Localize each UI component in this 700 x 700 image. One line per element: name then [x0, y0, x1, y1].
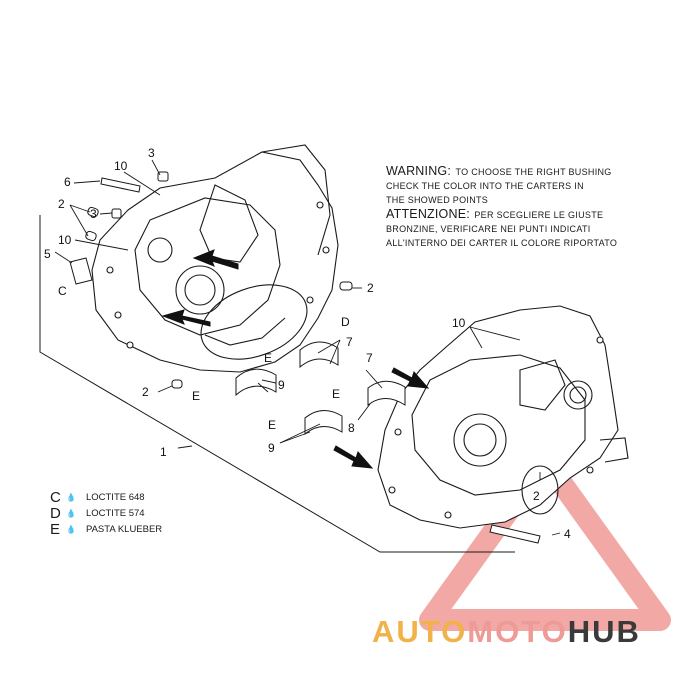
callout-7: 7 [346, 335, 353, 349]
legend-label: LOCTITE 648 [85, 491, 145, 503]
legend-row: D 💧 LOCTITE 574 [50, 504, 162, 522]
callout-10: 10 [114, 159, 128, 173]
callout-e: E [192, 389, 200, 403]
legend-code: D [50, 504, 61, 522]
pin-6 [100, 177, 141, 193]
callout-2: 2 [367, 281, 374, 295]
group-bracket [39, 215, 515, 553]
nut-3-b [111, 208, 122, 219]
warning-line-1: TO CHOOSE THE RIGHT BUSHING [455, 167, 612, 177]
warning-line-2: CHECK THE COLOR INTO THE CARTERS IN [386, 181, 584, 191]
legend-code: C [50, 488, 61, 506]
legend-code: E [50, 520, 61, 538]
attenzione-heading: ATTENZIONE: [386, 207, 470, 221]
callout-5: 5 [44, 247, 51, 261]
small-parts [69, 171, 541, 544]
drop-icon: 💧 [66, 492, 76, 502]
legend-row: E 💧 PASTA KLUEBER [50, 520, 163, 538]
callout-10: 10 [58, 233, 72, 247]
dowel-2-b [85, 230, 97, 242]
legend-label: PASTA KLUEBER [85, 523, 163, 535]
callout-8: 8 [348, 421, 355, 435]
callout-7: 7 [366, 351, 373, 365]
callout-9: 9 [278, 378, 285, 392]
bushing-9-left [235, 368, 277, 397]
warning-note: WARNING: TO CHOOSE THE RIGHT BUSHING CHE… [386, 164, 686, 250]
callout-9: 9 [268, 441, 275, 455]
dowel-2-a [87, 206, 99, 218]
callout-6: 6 [64, 175, 71, 189]
callout-2: 2 [142, 385, 149, 399]
callout-e: E [332, 387, 340, 401]
pin-4 [489, 524, 541, 544]
arrow-right-2 [333, 445, 374, 469]
indicator-arrows [161, 249, 430, 469]
bushing-7-right [367, 380, 406, 407]
legend: C 💧 LOCTITE 648 D 💧 LOCTITE 574 E 💧 PASTA KLUE… [50, 488, 163, 538]
drop-icon: 💧 [66, 508, 76, 518]
callout-3: 3 [148, 146, 155, 160]
dowel-2-d [171, 379, 183, 389]
callout-e: E [264, 351, 272, 365]
legend-row: C 💧 LOCTITE 648 [50, 488, 162, 506]
attenzione-line-1: PER SCEGLIERE LE GIUSTE [474, 210, 604, 220]
callout-1: 1 [160, 445, 167, 459]
callout-2: 2 [58, 197, 65, 211]
bushing-9-right [304, 410, 343, 436]
arrow-right-1 [391, 367, 430, 389]
watermark-triangle [419, 449, 671, 631]
watermark-logo: AUTOMOTOHUB [372, 614, 641, 649]
right-crankcase-half [377, 305, 629, 529]
callout-2: 2 [533, 489, 540, 503]
callout-10: 10 [452, 316, 466, 330]
bushing-7-left [299, 341, 339, 369]
dowel-2-c [339, 281, 353, 291]
callout-3: 3 [90, 207, 97, 221]
bush-5 [69, 257, 93, 285]
callout-c: C [58, 284, 67, 298]
callout-e: E [268, 418, 276, 432]
nut-3-a [157, 171, 169, 182]
warning-line-3: THE SHOWED POINTS [386, 195, 489, 205]
attenzione-line-3: ALL'INTERNO DEI CARTER IL COLORE RIPORTA… [386, 238, 618, 248]
warning-heading: WARNING: [386, 164, 452, 178]
leader-lines [54, 159, 561, 536]
arrow-left-1 [192, 249, 239, 270]
callout-labels: 10 3 6 2 3 10 5 C 2 D 7 E 9 E 2 1 7 E 8 … [44, 146, 571, 541]
callout-d: D [341, 315, 350, 329]
attenzione-line-2: BRONZINE, VERIFICARE NEI PUNTI INDICATI [386, 224, 591, 234]
callout-4: 4 [564, 527, 571, 541]
legend-label: LOCTITE 574 [85, 507, 145, 519]
drop-icon: 💧 [66, 524, 76, 534]
arrow-left-2 [161, 309, 211, 327]
